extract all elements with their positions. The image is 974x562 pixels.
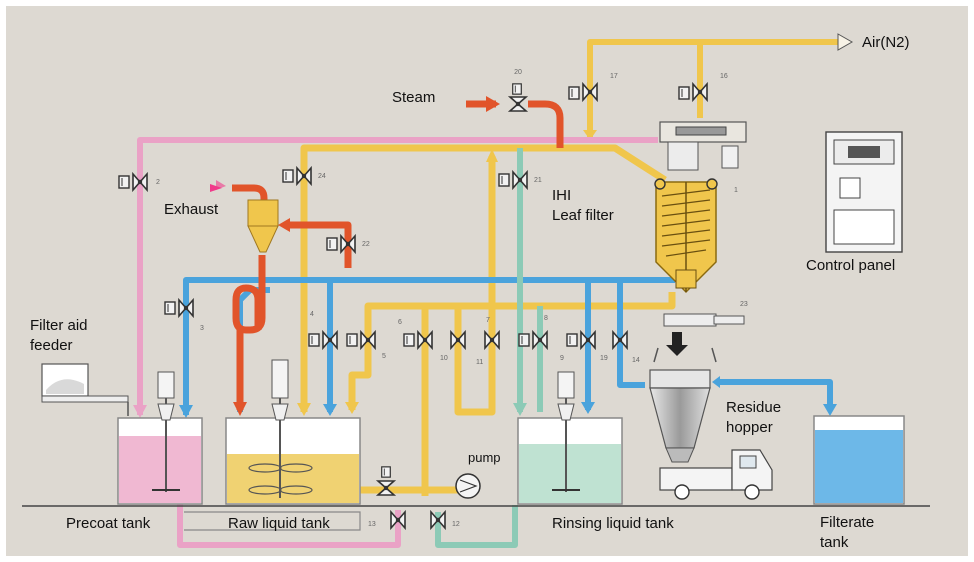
exhaust-cyclone: [247, 199, 279, 253]
valve-num-pink: 2: [156, 179, 160, 186]
filter-aid-label-line1: Filter aid: [30, 317, 88, 334]
green-rinse-line: [435, 148, 543, 548]
control-panel-unit: [825, 131, 903, 253]
raw-blue-valve-actuator: [308, 333, 320, 347]
middle-valve-6-actuator: [403, 333, 415, 347]
air-label: Air(N2): [862, 34, 910, 51]
precoat-tank-label: Precoat tank: [66, 515, 151, 532]
tank-platform: [184, 511, 361, 531]
filterate-tank: [813, 415, 905, 505]
air-line: [587, 39, 848, 140]
precoat-tank: [117, 371, 203, 505]
pink-precoat-line: [137, 137, 658, 548]
yellow-top-valve-actuator: [282, 169, 294, 183]
filterate-tank-label-line2: tank: [820, 534, 849, 551]
valve-num-rinse-blue: 9: [560, 355, 564, 362]
valve-num-blue-left: 3: [200, 325, 204, 332]
blue-left-valve-actuator: [164, 301, 176, 315]
valve-num-mid1: 6: [398, 319, 402, 326]
filter-aid-feeder: [41, 363, 129, 416]
steam-valve-actuator: [512, 83, 522, 95]
discharge-arrow: [666, 332, 688, 356]
valve-num-yellow-top: 24: [318, 173, 326, 180]
residue-hopper-label-line1: Residue: [726, 399, 781, 416]
diagram-labels: Air(N2) Steam Exhaust IHI Leaf filter Co…: [30, 34, 910, 551]
control-panel-label: Control panel: [806, 257, 895, 274]
raw-yellow-valve-actuator: [346, 333, 358, 347]
raw-out-valve-actuator: [381, 466, 391, 478]
rinse-blue-valve-actuator: [566, 333, 578, 347]
valve-num-mid4: 11: [476, 359, 483, 366]
air-valve-16-actuator: [678, 86, 690, 100]
pink-valve-actuator: [118, 175, 130, 189]
residue-truck: [659, 449, 773, 500]
valve-num-air1: 17: [610, 73, 618, 80]
leaf-filter-unit: [654, 121, 747, 327]
valve-num-raw-yellow: 5: [382, 353, 386, 360]
residue-hopper-label-line2: hopper: [726, 419, 773, 436]
green-top-valve-actuator: [498, 173, 510, 187]
raw-liquid-tank: [225, 359, 361, 505]
residue-hopper: [649, 347, 717, 463]
valve-num-steam: 20: [514, 69, 522, 76]
valve-num-raw-out: 1: [734, 187, 738, 194]
steam-label: Steam: [392, 89, 435, 106]
valve-num-mid2: 10: [440, 355, 448, 362]
valve-num-filter-out: 14: [632, 357, 640, 364]
valve-num-rinse: 8: [544, 315, 548, 322]
leaf-filter-label-line1: IHI: [552, 187, 571, 204]
filterate-tank-label-line1: Filterate: [820, 514, 874, 531]
valve-num-bottom2: 12: [452, 521, 460, 528]
pump-label: pump: [468, 450, 501, 465]
exhaust-label: Exhaust: [164, 201, 219, 218]
valve-num-outlet: 23: [740, 301, 748, 308]
exhaust-valve-actuator: [326, 237, 338, 251]
valve-num-bottom1: 13: [368, 521, 376, 528]
valve-num-raw-blue: 4: [310, 311, 314, 318]
valve-num-exhaust: 22: [362, 241, 370, 248]
raw-liquid-tank-label: Raw liquid tank: [228, 515, 330, 532]
valve-num-air2: 16: [720, 73, 728, 80]
pump: [455, 473, 481, 499]
filter-aid-label-line2: feeder: [30, 337, 73, 354]
valve-number-labels: 20 17 16 2 24 22 21 3 4 5 6 10 7 11 8 9 …: [156, 69, 748, 528]
valve-num-green-top: 21: [534, 177, 542, 184]
rinse-valve-actuator: [518, 333, 530, 347]
rinsing-liquid-tank: [517, 371, 623, 505]
valve-num-filtrate: 19: [600, 355, 608, 362]
leaf-filter-label-line2: Leaf filter: [552, 207, 614, 224]
rinsing-liquid-tank-label: Rinsing liquid tank: [552, 515, 674, 532]
air-valve-17-actuator: [568, 86, 580, 100]
valve-num-mid3: 7: [486, 317, 490, 324]
